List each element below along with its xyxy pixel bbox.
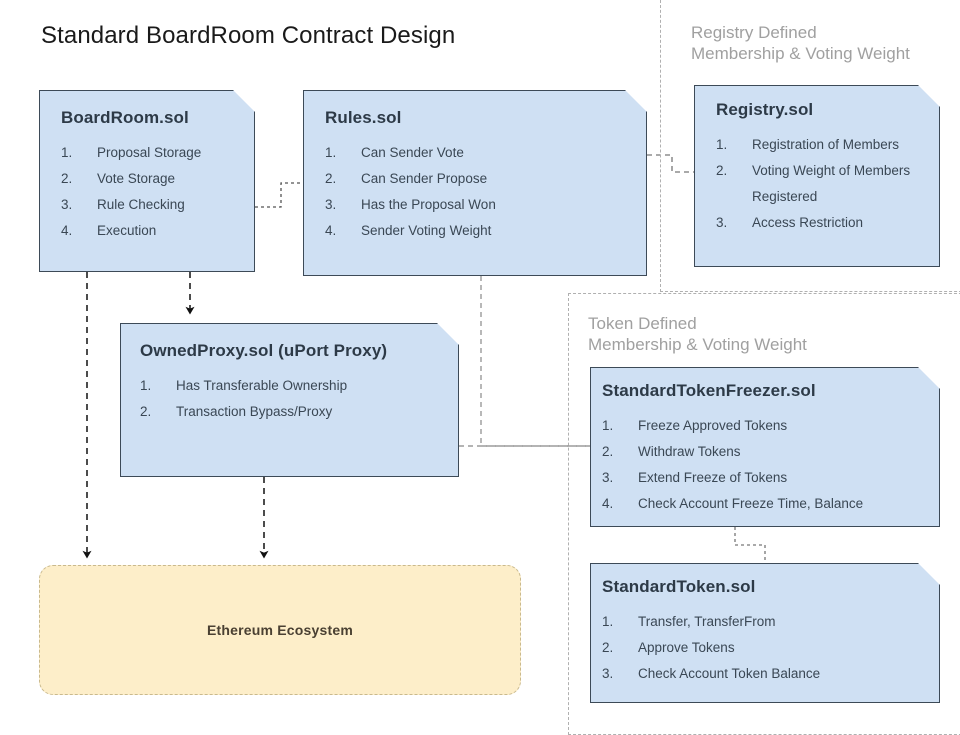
list-item: 1. Transfer, TransferFrom — [602, 609, 924, 635]
registry-group-frame — [660, 0, 960, 292]
list-item-text: Access Restriction — [752, 215, 864, 230]
node-standardtokenfreezer[interactable]: StandardTokenFreezer.sol 1. Freeze Appro… — [590, 367, 940, 527]
list-item-number: 4. — [602, 496, 614, 511]
node-ethereum-ecosystem[interactable]: Ethereum Ecosystem — [39, 565, 521, 695]
page-title: Standard BoardRoom Contract Design — [41, 22, 456, 49]
node-shape — [694, 85, 940, 267]
list-item-number: 4. — [325, 223, 337, 238]
list-item-text: Sender Voting Weight — [361, 223, 492, 238]
list-item-number: 1. — [325, 145, 337, 160]
list-item-number: 3. — [325, 197, 337, 212]
list-item-text: Registration of Members — [752, 137, 900, 152]
node-item-list: 1. Proposal Storage 2. Vote Storage 3. R… — [61, 140, 239, 244]
list-item: 2. Can Sender Propose — [325, 166, 631, 192]
list-item-number: 3. — [602, 470, 614, 485]
list-item: 1. Proposal Storage — [61, 140, 239, 166]
node-item-list: 1. Transfer, TransferFrom 2. Approve Tok… — [602, 609, 924, 687]
list-item: 4. Check Account Freeze Time, Balance — [602, 491, 924, 517]
list-item-text: Proposal Storage — [97, 145, 202, 160]
list-item: 1. Can Sender Vote — [325, 140, 631, 166]
list-item: 1. Registration of Members — [716, 132, 924, 158]
list-item: 3. Rule Checking — [61, 192, 239, 218]
node-shape — [590, 563, 940, 703]
connector-boardroom-rules — [255, 182, 303, 208]
list-item-text: Vote Storage — [97, 171, 176, 186]
node-item-list: 1. Has Transferable Ownership 2. Transac… — [140, 373, 443, 425]
list-item-number: 2. — [602, 640, 614, 655]
node-item-list: 1. Registration of Members 2. Voting Wei… — [716, 132, 924, 236]
node-shape — [39, 90, 255, 272]
list-item-text: Approve Tokens — [638, 640, 735, 655]
list-item-number: 1. — [602, 614, 614, 629]
node-shape — [590, 367, 940, 527]
list-item-text: Freeze Approved Tokens — [638, 418, 788, 433]
list-item-number: 2. — [140, 404, 152, 419]
node-title: OwnedProxy.sol (uPort Proxy) — [140, 341, 388, 360]
node-title: BoardRoom.sol — [61, 108, 189, 127]
list-item: 2. Transaction Bypass/Proxy — [140, 399, 443, 425]
list-item: 4. Execution — [61, 218, 239, 244]
list-item: 1. Freeze Approved Tokens — [602, 413, 924, 439]
list-item: 2. Vote Storage — [61, 166, 239, 192]
list-item-text: Extend Freeze of Tokens — [638, 470, 788, 485]
list-item-text: Transaction Bypass/Proxy — [176, 404, 333, 419]
node-boardroom[interactable]: BoardRoom.sol 1. Proposal Storage 2. Vot… — [39, 90, 255, 272]
node-title: Registry.sol — [716, 100, 814, 119]
list-item: 3. Extend Freeze of Tokens — [602, 465, 924, 491]
list-item-text: Voting Weight of Members Registered — [752, 163, 911, 204]
list-item-number: 2. — [325, 171, 337, 186]
list-item-number: 1. — [140, 378, 152, 393]
list-item-number: 3. — [716, 215, 728, 230]
list-item-number: 2. — [716, 163, 728, 178]
node-title: StandardToken.sol — [602, 577, 756, 596]
list-item-number: 1. — [602, 418, 614, 433]
node-standardtoken[interactable]: StandardToken.sol 1. Transfer, TransferF… — [590, 563, 940, 703]
ecosystem-label: Ethereum Ecosystem — [207, 622, 353, 638]
node-shape — [303, 90, 647, 276]
list-item-text: Has Transferable Ownership — [176, 378, 348, 393]
list-item: 2. Withdraw Tokens — [602, 439, 924, 465]
node-rules[interactable]: Rules.sol 1. Can Sender Vote 2. Can Send… — [303, 90, 647, 276]
list-item-text: Check Account Token Balance — [638, 666, 821, 681]
list-item-text: Can Sender Vote — [361, 145, 464, 160]
token-group-label: Token Defined Membership & Voting Weight — [588, 314, 807, 354]
list-item-number: 1. — [61, 145, 73, 160]
list-item-text: Execution — [97, 223, 157, 238]
list-item-text: Transfer, TransferFrom — [638, 614, 776, 629]
list-item-number: 4. — [61, 223, 73, 238]
list-item: 3. Check Account Token Balance — [602, 661, 924, 687]
list-item-number: 3. — [61, 197, 73, 212]
list-item: 2. Approve Tokens — [602, 635, 924, 661]
list-item: 3. Access Restriction — [716, 210, 924, 236]
list-item-number: 3. — [602, 666, 614, 681]
list-item-number: 2. — [602, 444, 614, 459]
node-ownedproxy[interactable]: OwnedProxy.sol (uPort Proxy) 1. Has Tran… — [120, 323, 459, 477]
list-item-text: Has the Proposal Won — [361, 197, 496, 212]
node-item-list: 1. Freeze Approved Tokens 2. Withdraw To… — [602, 413, 924, 517]
list-item-text: Withdraw Tokens — [638, 444, 741, 459]
list-item-text: Check Account Freeze Time, Balance — [638, 496, 864, 511]
node-registry[interactable]: Registry.sol 1. Registration of Members … — [694, 85, 940, 267]
list-item: 1. Has Transferable Ownership — [140, 373, 443, 399]
node-item-list: 1. Can Sender Vote 2. Can Sender Propose… — [325, 140, 631, 244]
list-item: 3. Has the Proposal Won — [325, 192, 631, 218]
node-title: StandardTokenFreezer.sol — [602, 381, 816, 400]
list-item-number: 2. — [61, 171, 73, 186]
list-item-text: Can Sender Propose — [361, 171, 488, 186]
list-item-text: Rule Checking — [97, 197, 185, 212]
list-item-number: 1. — [716, 137, 728, 152]
node-shape — [120, 323, 459, 477]
list-item: 2. Voting Weight of Members Registered — [716, 158, 924, 210]
diagram-canvas: Standard BoardRoom Contract Design Regis… — [0, 0, 960, 720]
list-item: 4. Sender Voting Weight — [325, 218, 631, 244]
node-title: Rules.sol — [325, 108, 402, 127]
registry-group-label: Registry Defined Membership & Voting Wei… — [691, 23, 910, 63]
